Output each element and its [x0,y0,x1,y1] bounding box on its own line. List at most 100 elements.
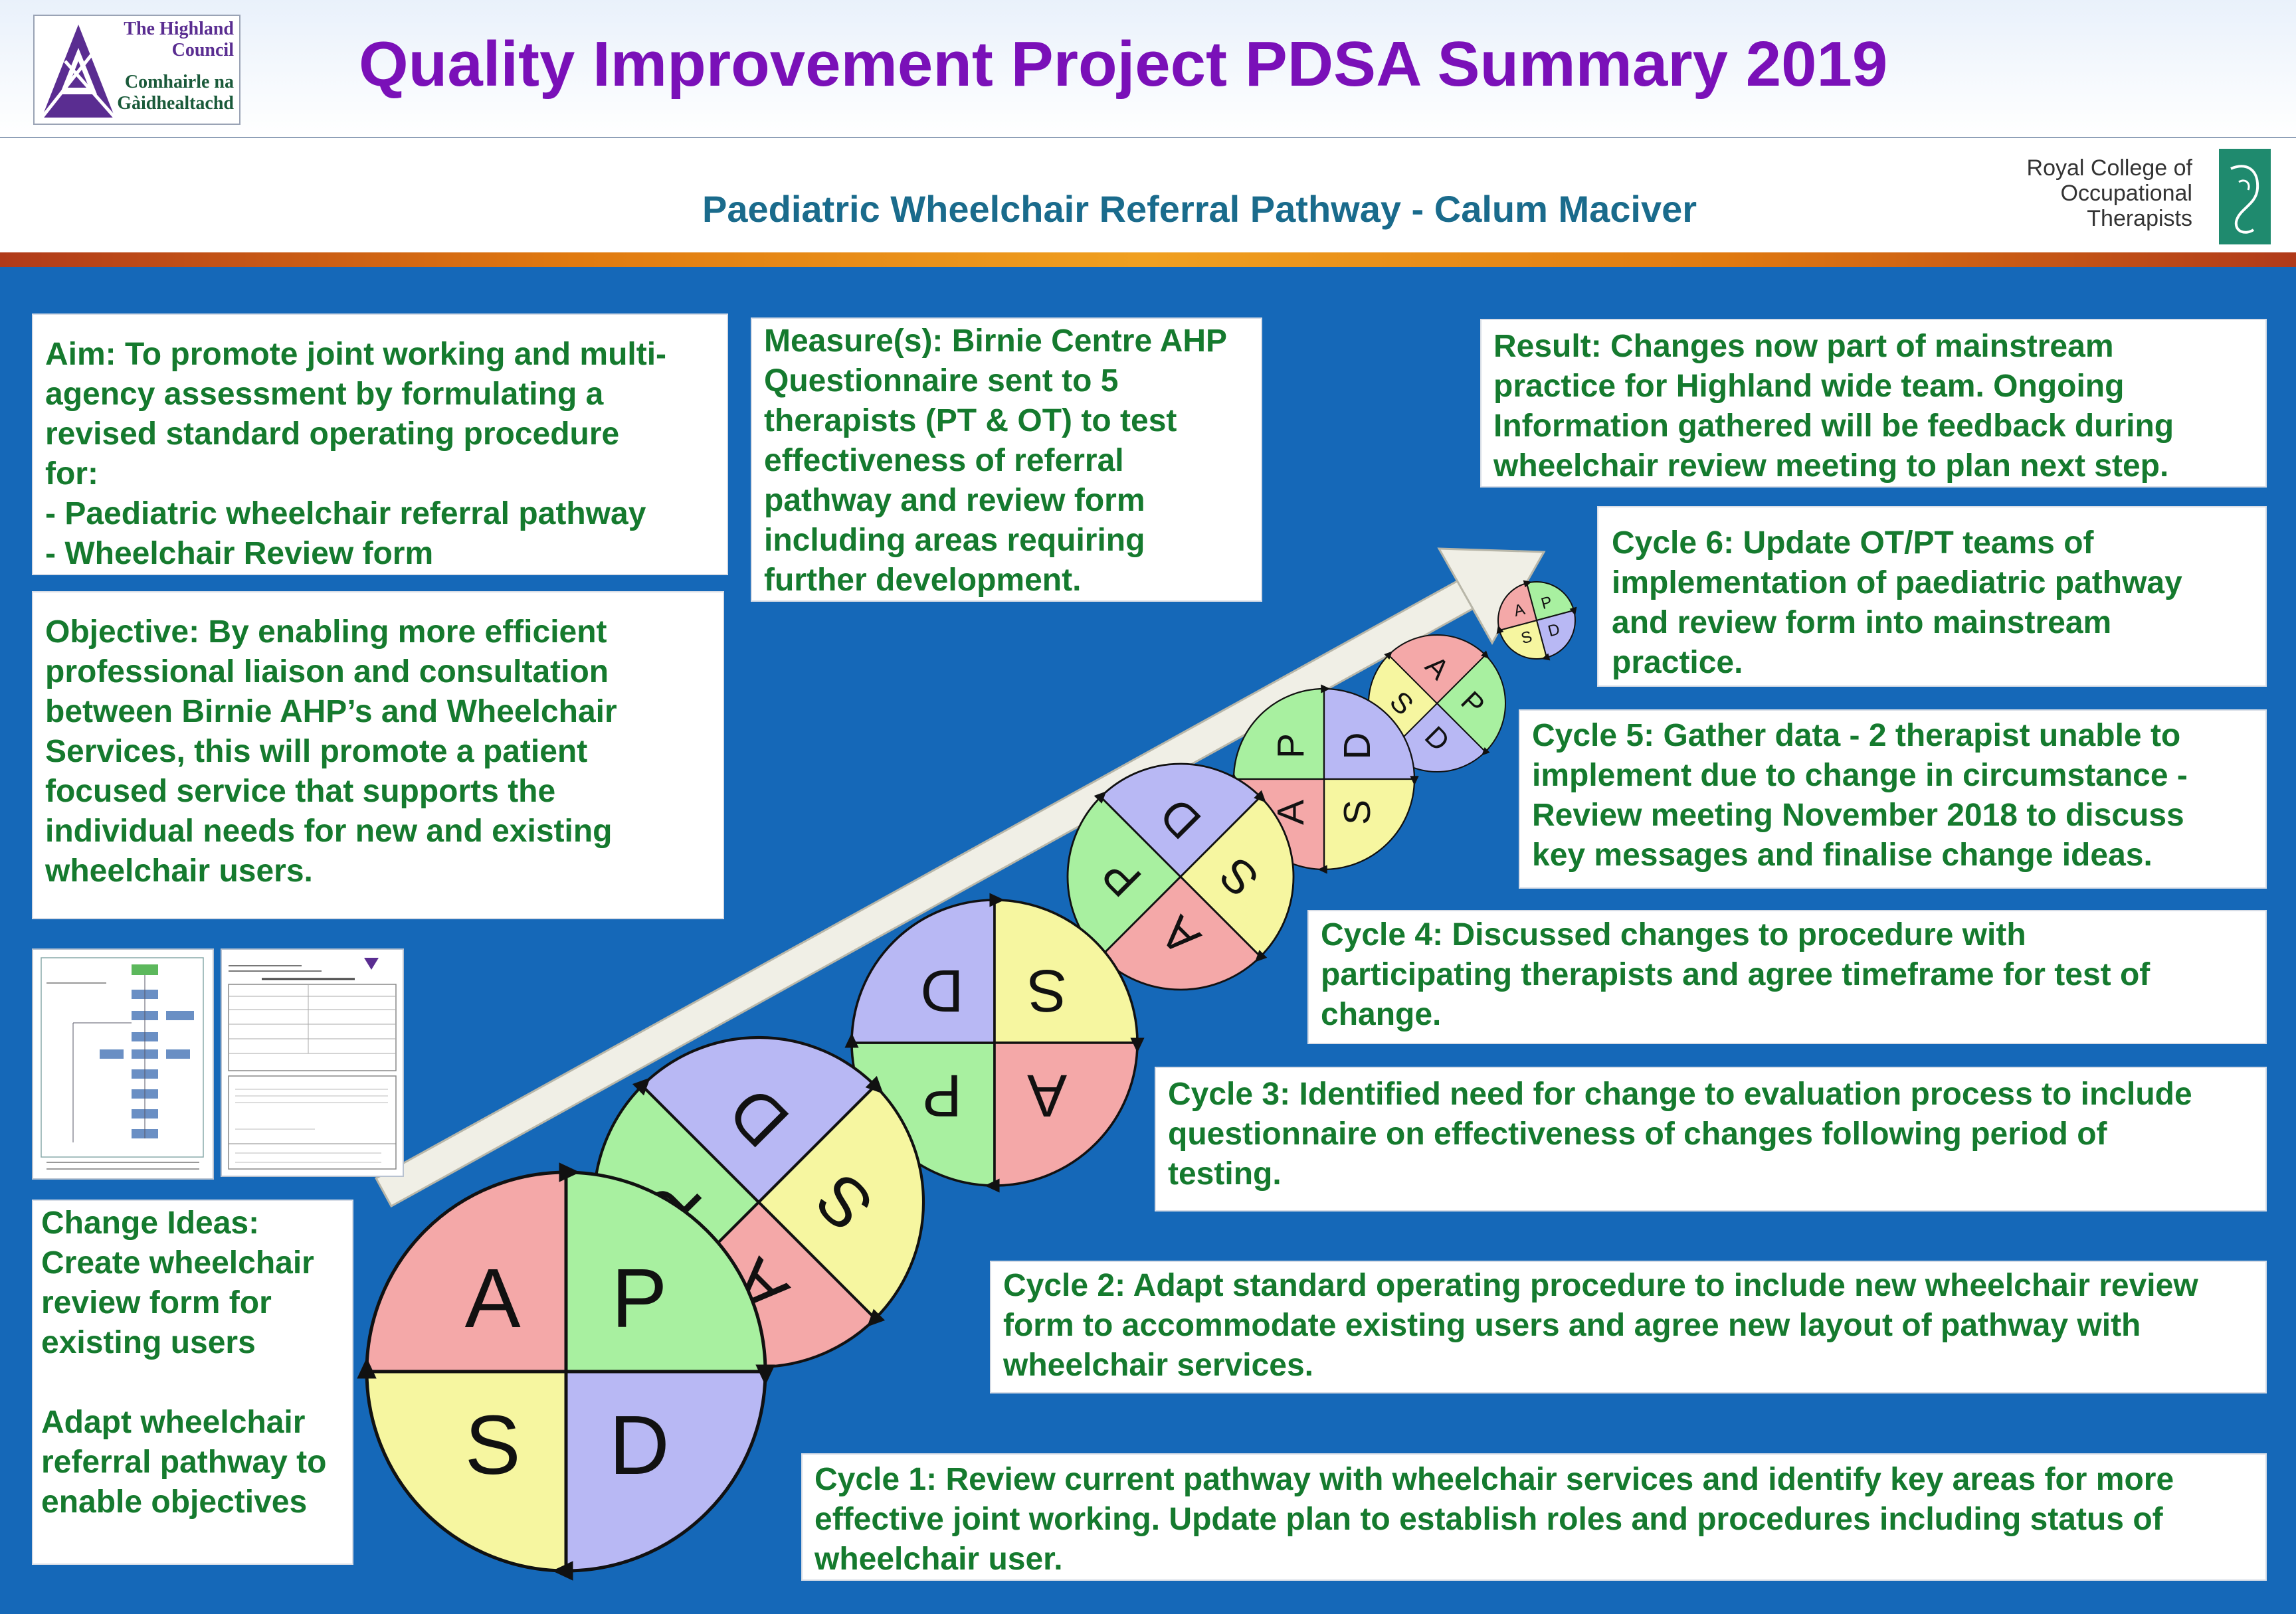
pdsa-study-letter: S [1519,628,1534,648]
rcot-crest-icon [2219,149,2271,244]
pdsa-plan-letter: P [922,1062,962,1128]
cycle-direction-arrowhead [357,1358,377,1379]
cycle-direction-arrowhead [1130,1037,1145,1053]
cycle6-line: and review form into mainstream [1612,605,2112,640]
rcot-name: Royal College of Occupational Therapists [2026,155,2192,231]
pdsa-act-quadrant [993,1041,1139,1187]
objective-line: wheelchair users. [45,853,313,889]
cycle-direction-arrowhead [632,1077,650,1096]
aim-box: Aim: To promote joint working and multi-… [32,314,728,575]
result-line: wheelchair review meeting to plan next s… [1493,448,2169,484]
cycle2-line: wheelchair services. [1003,1348,1313,1383]
cycle-direction-arrowhead [1254,790,1266,803]
cycle-direction-arrowhead [984,1178,1000,1193]
cycle-2-box: Cycle 2: Adapt standard operating proced… [990,1261,2267,1393]
progress-arrow [374,547,1546,1208]
cycle5-line: implement due to change in circumstance … [1532,758,2188,793]
change-ideas-line [41,1363,340,1403]
cycle-direction-arrowhead [1523,580,1532,588]
cycle-direction-arrowhead [1384,651,1392,660]
aim-line: revised standard operating procedure [45,416,620,452]
objective-line: professional liaison and consultation [45,654,609,689]
pdsa-do-letter: D [1336,732,1379,759]
change-ideas-line: existing users [41,1325,256,1360]
measures-line: Questionnaire sent to 5 [764,363,1119,399]
cycle2-line: form to accommodate existing users and a… [1003,1308,2141,1343]
pdsa-cycle-1: PDSA [357,1162,775,1581]
page-title: Quality Improvement Project PDSA Summary… [359,29,1888,100]
cycle-direction-arrowhead [1481,650,1489,659]
aim-line: - Paediatric wheelchair referral pathway [45,496,646,531]
pdsa-study-quadrant [1179,795,1295,958]
pdsa-study-letter: S [465,1398,521,1492]
pdsa-plan-quadrant [564,1170,767,1374]
pdsa-plan-letter: P [1539,593,1554,613]
highland-council-gaelic-name: Comhairle na Gàidhealtachd [117,72,234,114]
cycle3-line: Cycle 3: Identified need for change to e… [1168,1077,2192,1112]
pdsa-study-letter: S [1027,957,1067,1024]
cycle-5-box: Cycle 5: Gather data - 2 therapist unabl… [1519,709,2267,889]
cycle3-line: testing. [1168,1156,1282,1192]
cycle-1-box: Cycle 1: Review current pathway with whe… [801,1453,2267,1581]
cycle4-line: Cycle 4: Discussed changes to procedure … [1321,917,2026,952]
cycle-direction-arrowhead [1094,791,1107,804]
review-form-document-icon [228,958,397,1170]
pdsa-study-quadrant [365,1370,568,1573]
pdsa-do-quadrant [1535,609,1576,659]
cycle-direction-arrowhead [1541,653,1551,661]
pdsa-do-quadrant [564,1370,767,1573]
result-box: Result: Changes now part of mainstream pr… [1480,319,2267,488]
cycle3-line: questionnaire on effectiveness of change… [1168,1117,2107,1152]
aim-line: - Wheelchair Review form [45,536,434,571]
pdsa-act-letter: A [465,1251,521,1345]
highland-council-name: The Highland Council [124,19,234,60]
cycle5-line: Review meeting November 2018 to discuss [1532,798,2184,833]
change-ideas-line: enable objectives [41,1484,308,1520]
pdsa-act-quadrant [1387,634,1487,705]
pdsa-study-letter: S [1336,800,1379,825]
cycle-direction-arrowhead [989,893,1005,907]
change-ideas-line: referral pathway to [41,1445,327,1480]
cycle-direction-arrowhead [755,1364,775,1386]
cycle-direction-arrowhead [1496,625,1504,634]
measures-line: effectiveness of referral [764,443,1124,478]
result-line: practice for Highland wide team. Ongoing [1493,369,2125,404]
page-subtitle: Paediatric Wheelchair Referral Pathway -… [702,188,1697,230]
pdsa-do-quadrant [1323,687,1416,780]
change-ideas-line: Create wheelchair [41,1245,314,1281]
change-ideas-line: Adapt wheelchair [41,1405,306,1440]
review-form-thumbnail [221,948,404,1177]
pdsa-do-letter: D [1546,620,1562,641]
pdsa-act-letter: A [1512,600,1527,620]
cycle-direction-arrowhead [1482,747,1490,756]
cycle1-line: Cycle 1: Review current pathway with whe… [814,1462,2174,1497]
cycle-direction-arrowhead [1317,865,1327,874]
cycle4-line: participating therapists and agree timef… [1321,957,2151,992]
cycle-direction-arrowhead [867,1308,886,1327]
pdsa-do-quadrant [850,899,996,1044]
pdsa-study-quadrant [993,899,1139,1044]
cycle-direction-arrowhead [552,1561,573,1581]
cycle5-line: Cycle 5: Gather data - 2 therapist unabl… [1532,718,2181,753]
cycle6-line: Cycle 6: Update OT/PT teams of [1612,525,2094,561]
cycle5-line: key messages and finalise change ideas. [1532,838,2152,873]
pdsa-plan-quadrant [1525,581,1575,622]
cycle-direction-arrowhead [1569,606,1577,616]
cycle-direction-arrowhead [559,1162,580,1182]
pdsa-do-quadrant [640,1035,878,1204]
cycle-direction-arrowhead [865,1075,884,1094]
cycle2-line: Cycle 2: Adapt standard operating proced… [1003,1268,2198,1303]
header-divider-stripe [0,252,2296,267]
result-line: Result: Changes now part of mainstream [1493,329,2114,364]
result-line: Information gathered will be feedback du… [1493,408,2174,444]
cycle-direction-arrowhead [1321,684,1331,693]
header-background [0,0,2296,137]
measures-line: including areas requiring [764,523,1145,558]
pdsa-act-letter: A [1027,1062,1067,1128]
measures-line: pathway and review form [764,483,1145,518]
pdsa-do-quadrant [1099,762,1262,879]
